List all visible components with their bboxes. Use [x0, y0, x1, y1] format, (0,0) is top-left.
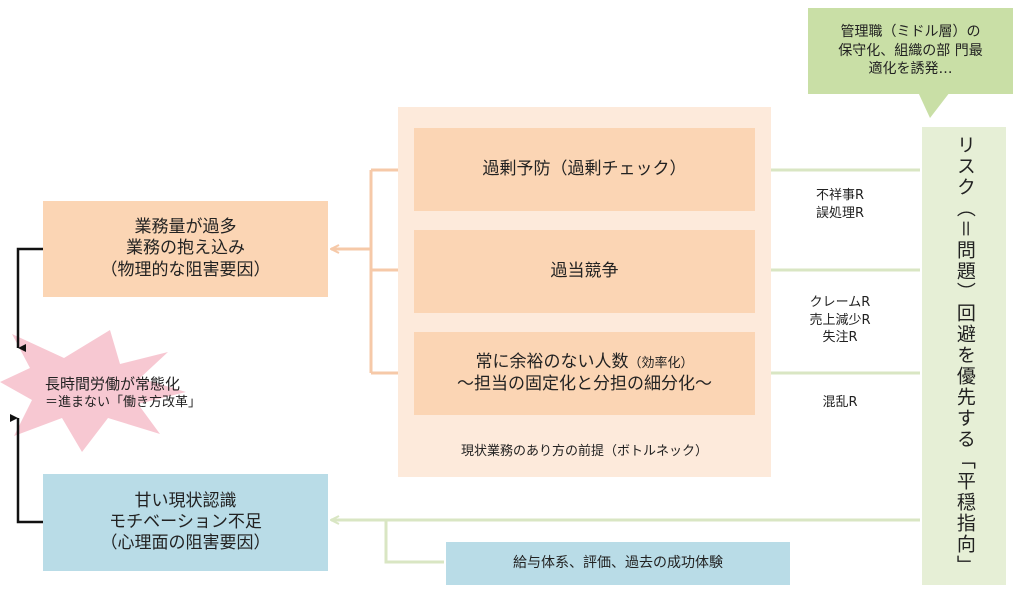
understaff-box: 常に余裕のない人数（効率化） ～担当の固定化と分担の細分化～: [414, 332, 755, 415]
risk-label: 混乱R: [822, 395, 858, 410]
competition-box: 過当競争: [414, 230, 755, 313]
risk-avoidance-box: リスク（＝問題）回避を優先する「平穏指向」: [922, 127, 1006, 585]
callout-line3: 適化を誘発…: [868, 61, 953, 78]
understaff-small: （効率化）: [628, 356, 694, 372]
awareness-box: 甘い現状認識 モチベーション不足 （心理面の阻害要因）: [43, 474, 328, 571]
arrow-awareness-to-burst: [10, 414, 43, 524]
callout-line1: 管理職（ミドル層）の: [840, 23, 981, 40]
risk-label-group-2: クレームR 売上減少R 失注R: [797, 294, 883, 347]
risk-label: 失注R: [822, 330, 858, 346]
workload-line1: 業務量が過多: [134, 217, 237, 238]
callout-tail: [918, 92, 950, 118]
risk-label-group-3: 混乱R: [805, 394, 875, 412]
burst-shape: [0, 330, 186, 452]
arrow-workload-to-burst: [16, 247, 43, 352]
risk-label: 誤処理R: [815, 205, 865, 221]
risk-avoidance-label: リスク（＝問題）回避を優先する「平穏指向」: [953, 135, 976, 577]
callout-box: 管理職（ミドル層）の 保守化、組織の部 門最 適化を誘発…: [808, 8, 1013, 94]
overcheck-box: 過剰予防（過剰チェック）: [414, 128, 755, 211]
callout-line2: 保守化、組織の部 門最: [838, 42, 983, 59]
burst-line1: 長時間労働が常態化: [45, 375, 181, 393]
salary-label: 給与体系、評価、過去の成功体験: [513, 554, 723, 571]
burst-line2: ＝進まない「働き方改革」: [45, 395, 202, 411]
understaff-line2: ～担当の固定化と分担の細分化～: [457, 373, 712, 394]
salary-box: 給与体系、評価、過去の成功体験: [446, 542, 790, 585]
workload-line3: （物理的な阻害要因）: [100, 259, 271, 280]
awareness-line1: 甘い現状認識: [134, 490, 237, 511]
risk-label: クレームR: [809, 295, 871, 310]
risk-label: 不祥事R: [815, 188, 865, 203]
connector-salary: [384, 520, 444, 564]
understaff-main: 常に余裕のない人数: [475, 352, 629, 373]
risk-label: 売上減少R: [809, 312, 871, 328]
overcheck-label: 過剰予防（過剰チェック）: [482, 158, 687, 179]
awareness-line3: （心理面の阻害要因）: [100, 533, 271, 554]
workload-line2: 業務の抱え込み: [126, 238, 245, 259]
group-caption: 現状業務のあり方の前提（ボトルネック）: [460, 444, 708, 459]
understaff-line1: 常に余裕のない人数（効率化）: [475, 352, 693, 373]
burst-label: 長時間労働が常態化 ＝進まない「働き方改革」: [45, 374, 201, 412]
risk-label-group-1: 不祥事R 誤処理R: [805, 187, 875, 222]
workload-box: 業務量が過多 業務の抱え込み （物理的な阻害要因）: [43, 201, 328, 297]
awareness-line2: モチベーション不足: [109, 511, 262, 532]
competition-label: 過当競争: [550, 260, 619, 281]
